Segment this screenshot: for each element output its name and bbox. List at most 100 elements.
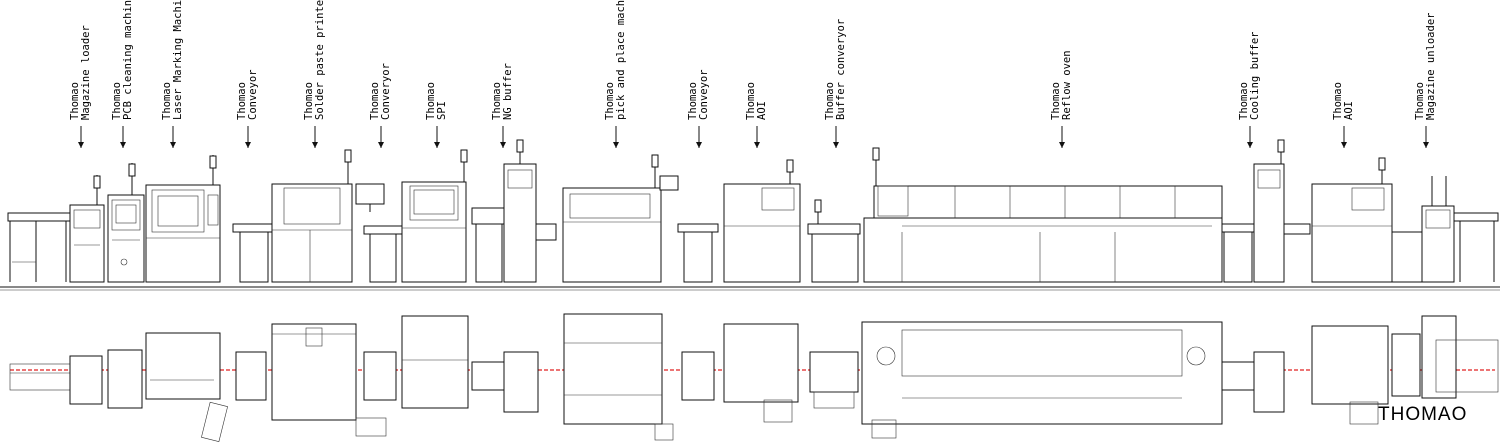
arrow-down-icon bbox=[434, 142, 440, 148]
arrow-down-icon bbox=[500, 142, 506, 148]
label-brand-text: Thomao bbox=[1332, 82, 1344, 120]
label-brand-text: Thomao bbox=[1050, 82, 1062, 120]
label-machine-name: pick and place machine bbox=[615, 0, 627, 120]
arrow-down-icon bbox=[1059, 142, 1065, 148]
label-machine-name: PCB cleaning machine bbox=[122, 0, 134, 120]
elevation-left-conveyor bbox=[7, 212, 71, 282]
label-machine-name: Converyor bbox=[380, 63, 392, 120]
elevation-ng-buffer bbox=[471, 139, 557, 283]
plan-conveyor-2 bbox=[363, 351, 397, 401]
elevation-magazine-unloader bbox=[1391, 176, 1499, 283]
arrow-down-icon bbox=[170, 142, 176, 148]
plan-solder-printer bbox=[271, 323, 387, 437]
plan-aoi-1 bbox=[723, 323, 799, 423]
label-machine-name: AOI bbox=[756, 101, 768, 120]
elevation-conveyor-2 bbox=[363, 225, 403, 283]
plan-magazine-unloader bbox=[1391, 315, 1499, 399]
label-machine-name: NG buffer bbox=[502, 63, 514, 120]
arrow-down-icon bbox=[613, 142, 619, 148]
elevation-conveyor-1 bbox=[232, 223, 274, 283]
plan-reflow-oven bbox=[861, 321, 1223, 439]
label-brand-text: Thomao bbox=[236, 82, 248, 120]
elevation-laser-marking bbox=[145, 155, 221, 283]
arrow-down-icon bbox=[1247, 142, 1253, 148]
plan-cooling-buffer bbox=[1221, 351, 1285, 413]
label-brand-text: Thomao bbox=[1238, 82, 1250, 120]
label-brand-text: Thomao bbox=[491, 82, 503, 120]
label-machine-name: Buffer converyor bbox=[835, 19, 847, 120]
arrow-down-icon bbox=[754, 142, 760, 148]
plan-spi bbox=[401, 315, 469, 409]
label-brand-text: Thomao bbox=[369, 82, 381, 120]
plan-laser-marking bbox=[145, 332, 228, 442]
arrow-down-icon bbox=[120, 142, 126, 148]
plan-left-conveyor bbox=[9, 363, 71, 391]
elevation-buffer-conveyor bbox=[807, 199, 861, 283]
elevation-aoi-1 bbox=[723, 159, 801, 283]
label-brand-text: Thomao bbox=[111, 82, 123, 120]
elevation-reflow-oven bbox=[863, 147, 1223, 283]
arrow-down-icon bbox=[1341, 142, 1347, 148]
plan-ng-buffer bbox=[471, 351, 539, 413]
plan-conveyor-3 bbox=[681, 351, 715, 401]
plan-conveyor-1 bbox=[235, 351, 267, 401]
arrow-down-icon bbox=[378, 142, 384, 148]
label-brand-text: Thomao bbox=[1414, 82, 1426, 120]
arrow-down-icon bbox=[312, 142, 318, 148]
elevation-spi bbox=[401, 149, 468, 283]
label-brand-text: Thomao bbox=[824, 82, 836, 120]
plan-buffer-conveyor bbox=[809, 351, 859, 409]
label-brand-text: Thomao bbox=[604, 82, 616, 120]
label-machine-name: Magazine loader bbox=[80, 25, 92, 120]
label-brand-text: Thomao bbox=[687, 82, 699, 120]
elevation-pick-place bbox=[562, 154, 679, 283]
elevation-aoi-2 bbox=[1311, 157, 1393, 283]
label-machine-name: AOI bbox=[1343, 101, 1355, 120]
plan-aoi-2 bbox=[1311, 325, 1389, 425]
arrow-down-icon bbox=[696, 142, 702, 148]
label-machine-name: Conveyor bbox=[247, 69, 259, 120]
brand-logo: THOMAO bbox=[1378, 404, 1467, 425]
elevation-pcb-cleaning bbox=[107, 163, 145, 283]
plan-magazine-loader bbox=[69, 355, 103, 405]
label-machine-name: Solder paste printer bbox=[314, 0, 326, 120]
elevation-cooling-buffer bbox=[1221, 139, 1311, 283]
arrow-down-icon bbox=[1423, 142, 1429, 148]
label-machine-name: SPI bbox=[436, 101, 448, 120]
label-brand-text: Thomao bbox=[69, 82, 81, 120]
elevation-view bbox=[0, 139, 1500, 291]
arrow-down-icon bbox=[78, 142, 84, 148]
label-brand-text: Thomao bbox=[303, 82, 315, 120]
label-machine-name: Laser Marking Machine bbox=[172, 0, 184, 120]
label-brand-text: Thomao bbox=[425, 82, 437, 120]
plan-view bbox=[9, 313, 1499, 442]
elevation-conveyor-3 bbox=[677, 223, 719, 283]
label-brand-text: Thomao bbox=[745, 82, 757, 120]
label-machine-name: Cooling buffer bbox=[1249, 31, 1261, 120]
label-brand-text: Thomao bbox=[161, 82, 173, 120]
label-machine-name: Reflow oven bbox=[1061, 50, 1073, 120]
label-machine-name: Magazine unloader bbox=[1425, 13, 1437, 120]
label-machine-name: Conveyor bbox=[698, 69, 710, 120]
arrow-down-icon bbox=[245, 142, 251, 148]
plan-pcb-cleaning bbox=[107, 349, 143, 409]
